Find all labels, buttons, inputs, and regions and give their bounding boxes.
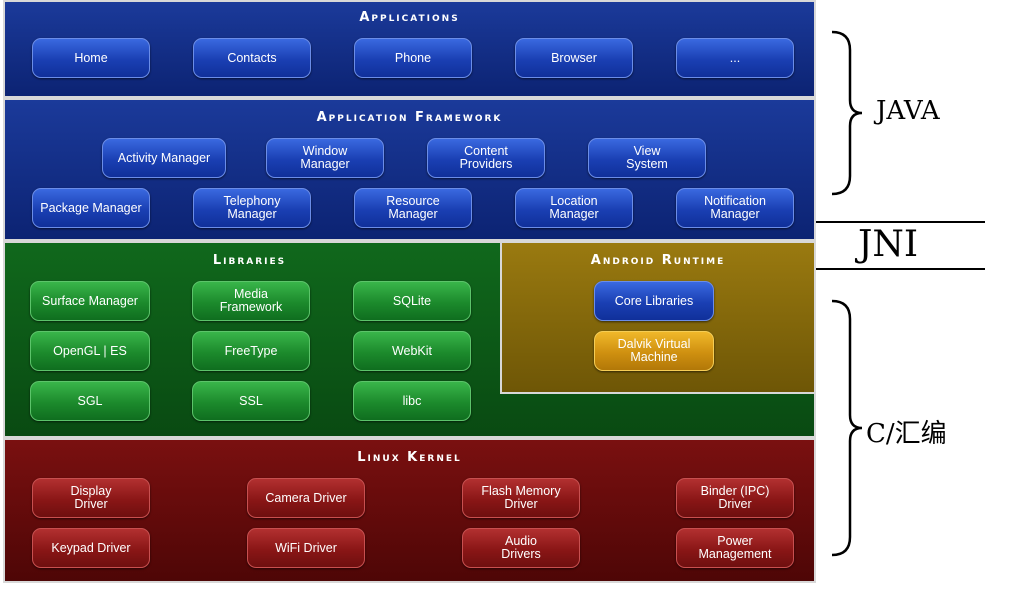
java-brace [831, 30, 863, 196]
lib-libc: libc [353, 381, 471, 421]
kernel-wifi-driver: WiFi Driver [247, 528, 365, 568]
fw-content-providers: Content Providers [427, 138, 545, 178]
kernel-display-driver: Display Driver [32, 478, 150, 518]
kernel-layer: Linux Kernel Display Driver Camera Drive… [3, 438, 816, 583]
kernel-binder-driver: Binder (IPC) Driver [676, 478, 794, 518]
fw-location-manager: Location Manager [515, 188, 633, 228]
lib-ssl: SSL [192, 381, 310, 421]
fw-telephony-manager: Telephony Manager [193, 188, 311, 228]
kernel-camera-driver: Camera Driver [247, 478, 365, 518]
jni-label: JNI [858, 224, 919, 265]
rt-dalvik-vm: Dalvik Virtual Machine [594, 331, 714, 371]
libraries-title: Libraries [212, 253, 287, 268]
framework-title: Application Framework [316, 110, 503, 125]
fw-activity-manager: Activity Manager [102, 138, 226, 178]
lib-freetype: FreeType [192, 331, 310, 371]
lib-sgl: SGL [30, 381, 150, 421]
app-home: Home [32, 38, 150, 78]
kernel-flash-memory-driver: Flash Memory Driver [462, 478, 580, 518]
lib-webkit: WebKit [353, 331, 471, 371]
fw-view-system: View System [588, 138, 706, 178]
lib-sqlite: SQLite [353, 281, 471, 321]
fw-resource-manager: Resource Manager [354, 188, 472, 228]
app-more: ... [676, 38, 794, 78]
lib-media-framework: Media Framework [192, 281, 310, 321]
framework-layer: Application Framework Activity Manager W… [3, 98, 816, 241]
rt-core-libraries: Core Libraries [594, 281, 714, 321]
kernel-title: Linux Kernel [357, 450, 462, 465]
lib-opengl-es: OpenGL | ES [30, 331, 150, 371]
app-contacts: Contacts [193, 38, 311, 78]
applications-layer: Applications Home Contacts Phone Browser… [3, 0, 816, 98]
jni-bottom-line [816, 268, 985, 270]
kernel-keypad-driver: Keypad Driver [32, 528, 150, 568]
app-phone: Phone [354, 38, 472, 78]
kernel-power-management: Power Management [676, 528, 794, 568]
lib-surface-manager: Surface Manager [30, 281, 150, 321]
fw-window-manager: Window Manager [266, 138, 384, 178]
fw-package-manager: Package Manager [32, 188, 150, 228]
native-label: C/汇编 [866, 419, 947, 449]
java-label: JAVA [876, 96, 940, 126]
app-browser: Browser [515, 38, 633, 78]
native-brace [831, 299, 863, 557]
applications-title: Applications [359, 10, 460, 25]
runtime-layer: Android Runtime Core Libraries Dalvik Vi… [500, 241, 816, 394]
runtime-title: Android Runtime [590, 253, 726, 268]
fw-notification-manager: Notification Manager [676, 188, 794, 228]
android-architecture-diagram: Applications Home Contacts Phone Browser… [3, 0, 816, 583]
jni-top-line [816, 221, 985, 223]
kernel-audio-drivers: Audio Drivers [462, 528, 580, 568]
